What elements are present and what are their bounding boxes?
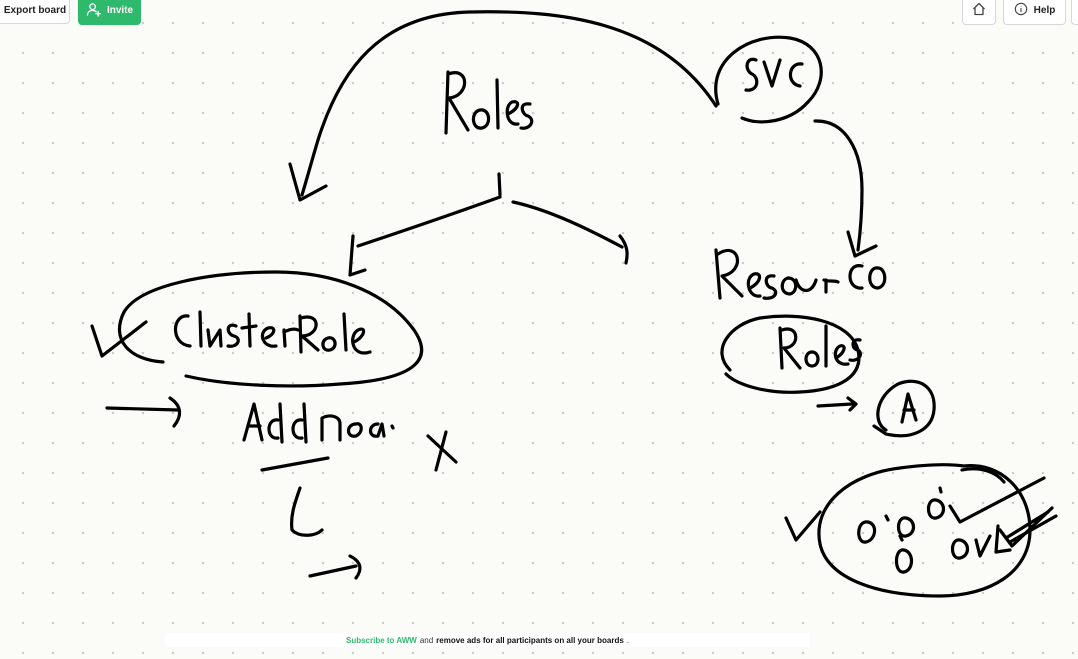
subscribe-link[interactable]: Subscribe to AWW <box>345 635 417 645</box>
promo-bold-text: remove ads for all participants on all y… <box>436 635 624 645</box>
stroke-arrow-bottom <box>308 564 358 578</box>
stroke-roles-ellipse <box>720 314 861 394</box>
stroke-check-three <box>1004 510 1058 544</box>
stroke-arrow-to-a <box>816 402 854 408</box>
home-icon <box>971 1 987 20</box>
stroke-a-letter <box>900 392 918 424</box>
stroke-svc-to-resource <box>813 119 864 252</box>
stroke-arrow-to-a-head <box>846 396 858 412</box>
export-board-button[interactable]: Export board <box>0 0 70 24</box>
stroke-arrow-add-head <box>168 396 182 428</box>
stroke-branch-left <box>356 195 502 248</box>
stroke-branch-stem <box>497 172 502 197</box>
handwritten-roles-small <box>778 324 862 370</box>
stroke-arrow-bottom-head <box>348 554 362 580</box>
invite-label: Invite <box>106 5 134 16</box>
help-label: Help <box>1033 5 1056 16</box>
handwritten-zeros <box>857 486 1012 574</box>
stroke-underline-add <box>260 456 330 472</box>
info-icon <box>1014 2 1028 19</box>
stroke-bottom-circle <box>817 463 1032 598</box>
home-button[interactable] <box>962 0 996 25</box>
stroke-a-circle <box>872 379 936 438</box>
promo-middle-text: and <box>419 635 434 645</box>
stroke-clusterrole-ellipse <box>117 270 424 388</box>
stroke-arrow-add <box>105 406 180 412</box>
help-button[interactable]: Help <box>1003 0 1066 25</box>
stroke-x-mark <box>426 430 458 472</box>
stroke-svc-arrow-head <box>846 230 878 258</box>
toolbar-overflow-button[interactable] <box>1071 0 1078 25</box>
stroke-hook-down <box>290 486 324 537</box>
stroke-check-two <box>998 506 1054 548</box>
handwritten-svc-circle <box>714 35 823 124</box>
export-board-label: Export board <box>3 4 67 16</box>
handwritten-add-noa <box>242 402 395 444</box>
stroke-branch-left-hook <box>348 234 367 277</box>
stroke-branch-right <box>511 200 624 249</box>
stroke-clusterrole-check <box>90 320 148 358</box>
stroke-top-arc <box>300 10 718 197</box>
add-user-icon <box>86 2 102 20</box>
handwritten-clusterrole-word <box>174 310 372 355</box>
invite-button[interactable]: Invite <box>78 0 141 25</box>
promo-banner: Subscribe to AWW and remove ads for all … <box>165 633 810 647</box>
handwritten-resource-word <box>714 248 887 300</box>
stroke-top-swash <box>960 467 1006 484</box>
handwritten-roles-title <box>444 70 534 135</box>
stroke-branch-right-hook <box>618 234 629 265</box>
stroke-left-check <box>784 510 822 542</box>
promo-end-text: . <box>626 635 630 645</box>
stroke-arrow-left-head <box>288 162 328 202</box>
stroke-check-one <box>948 476 1046 524</box>
